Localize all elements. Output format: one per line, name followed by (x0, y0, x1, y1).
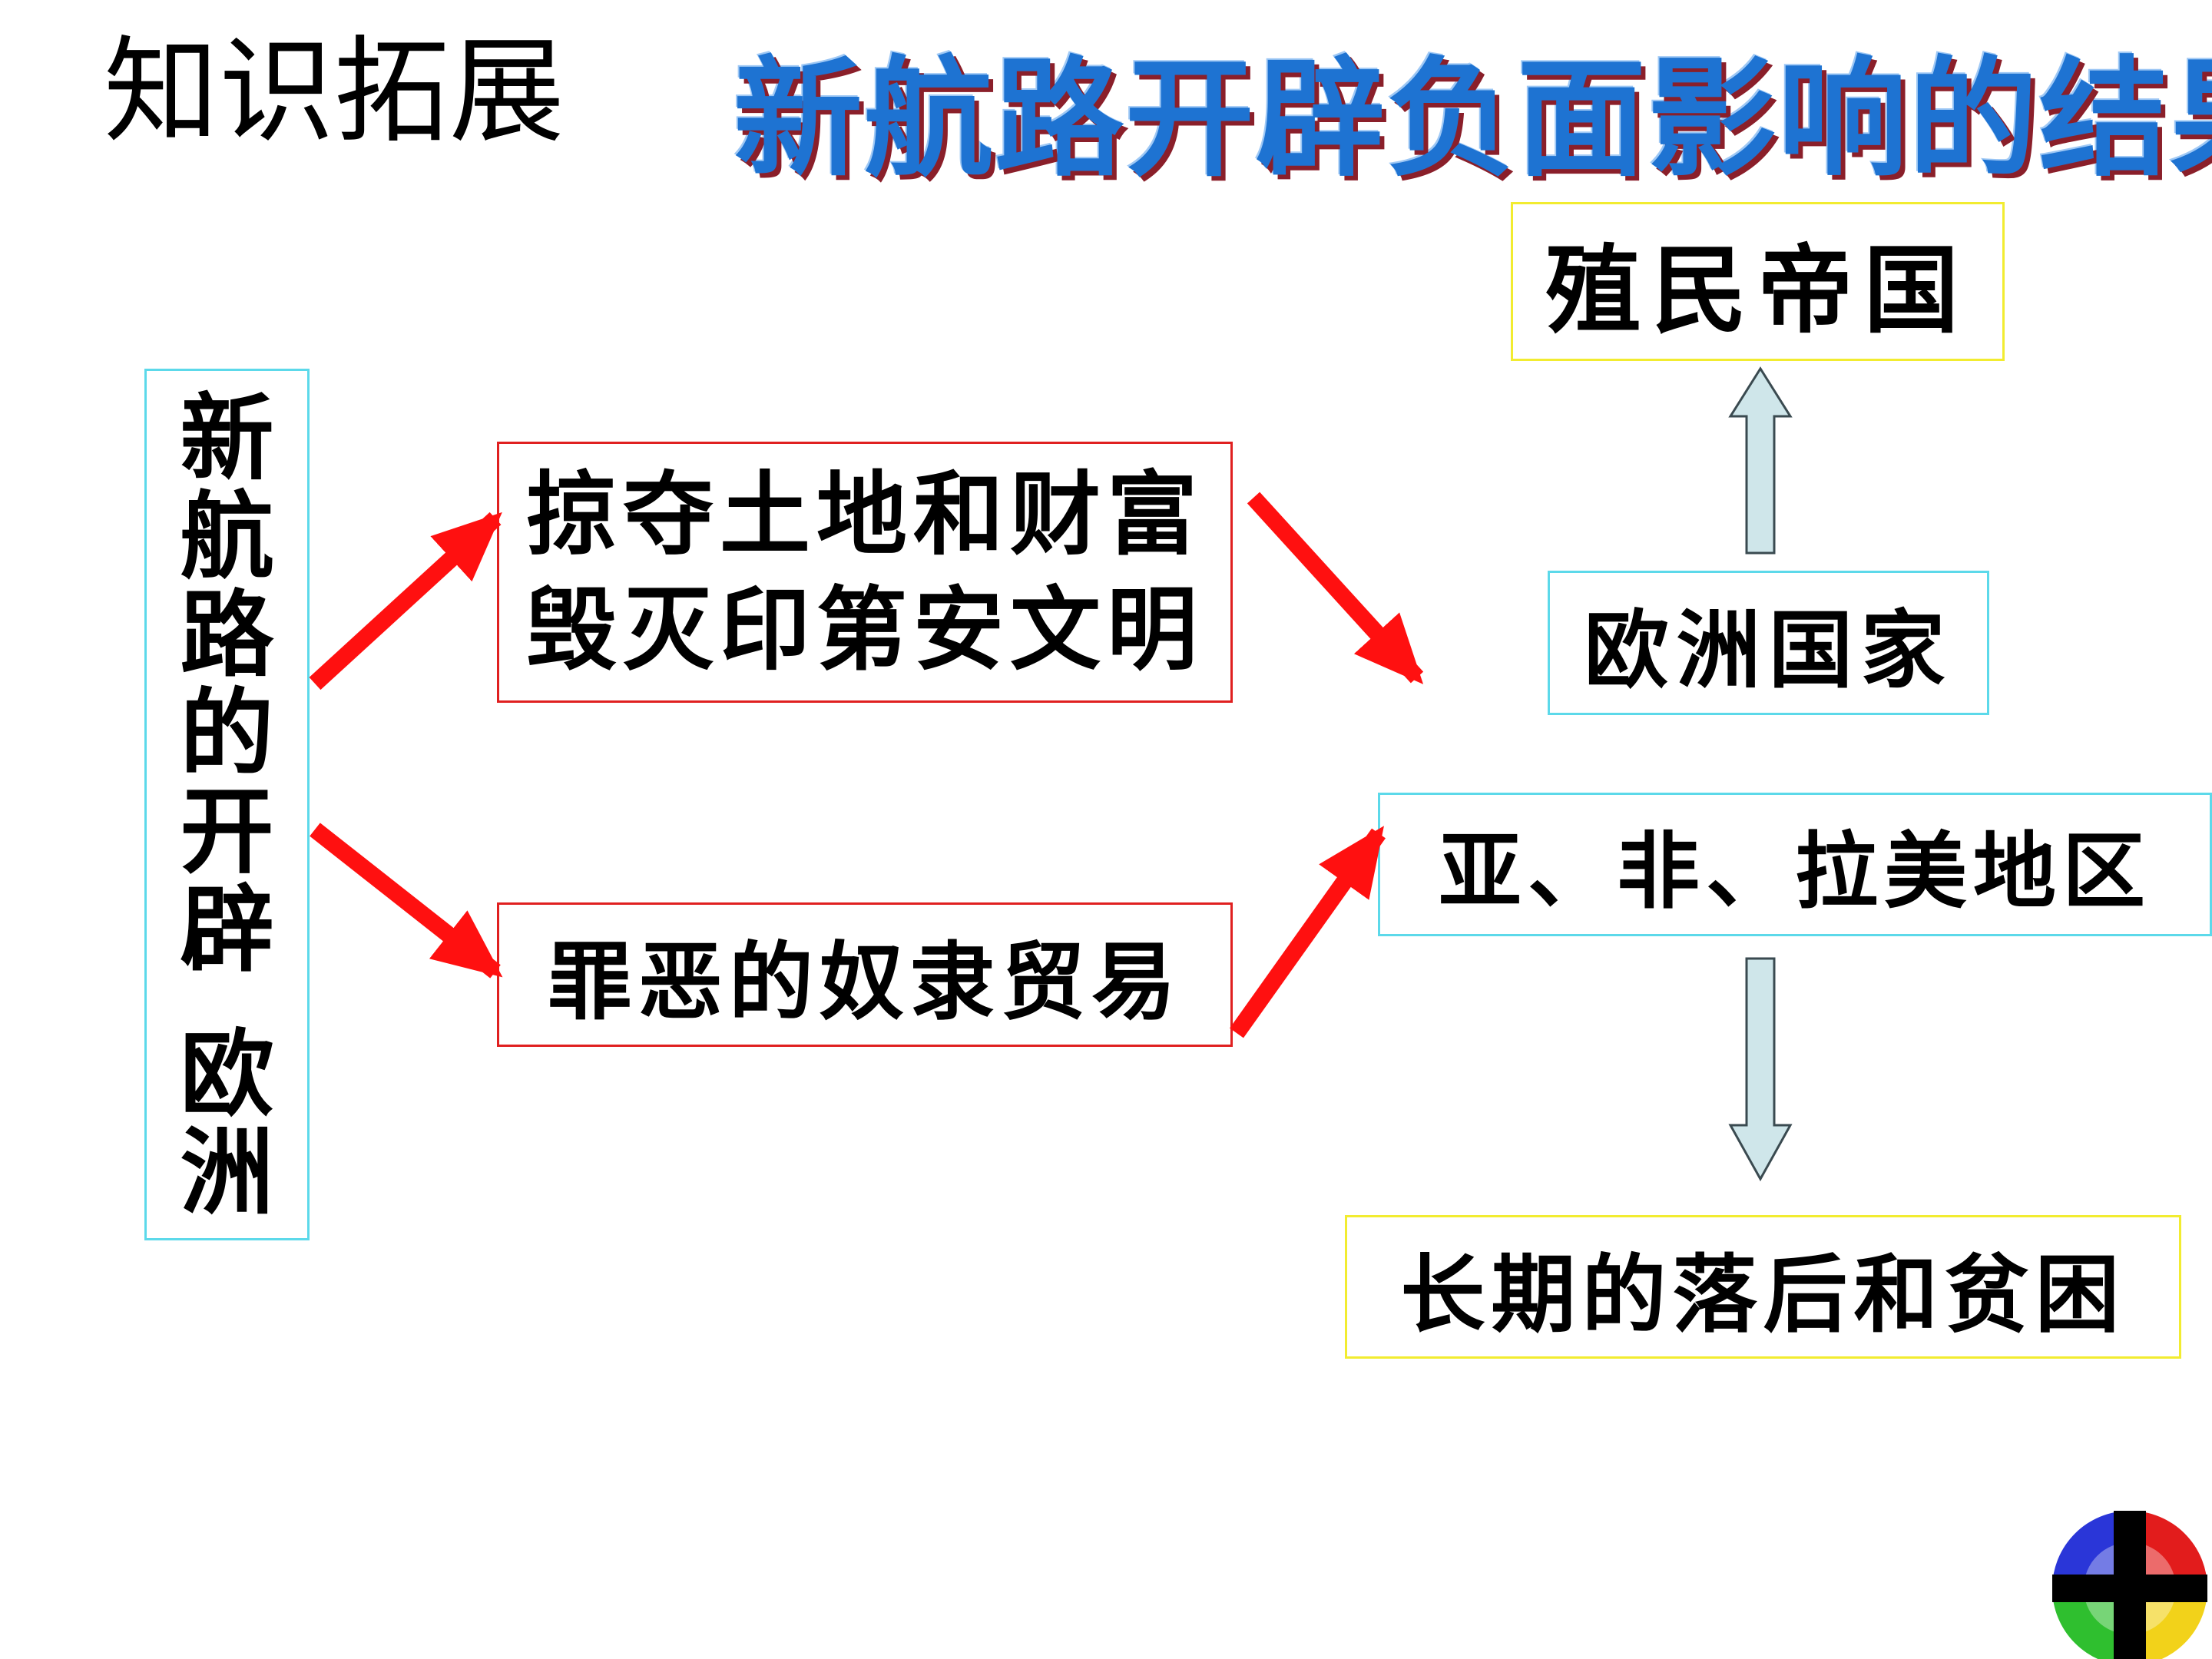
slave-trade-box: 罪恶的奴隶贸易 (497, 902, 1233, 1047)
slave-trade-label: 罪恶的奴隶贸易 (548, 932, 1182, 1031)
regions-label: 亚、非、拉美地区 (1438, 823, 2151, 920)
origin-char: 辟 (180, 873, 274, 985)
colonial-empire-box: 殖民帝国 (1511, 202, 2005, 361)
backwardness-label: 长期的落后和贫困 (1400, 1244, 2126, 1344)
origin-char: 路 (180, 578, 274, 690)
plunder-line-1: 掠夺土地和财富 (525, 461, 1204, 568)
block-arrow-down-to-backwardness (1728, 957, 1793, 1182)
origin-box: 新 航 路 的 开 辟 欧 洲 (144, 369, 310, 1240)
arrow-slave-trade-to-regions (1230, 826, 1386, 1038)
plunder-line-2: 毁灭印第安文明 (525, 576, 1204, 683)
arrow-origin-to-slave-trade (310, 823, 503, 979)
origin-char: 航 (180, 480, 274, 591)
backwardness-box: 长期的落后和贫困 (1345, 1215, 2181, 1359)
knowledge-extension-label: 知识拓展 (104, 25, 565, 159)
regions-box: 亚、非、拉美地区 (1378, 793, 2212, 936)
block-arrow-up-to-colonial-empire (1728, 366, 1793, 555)
european-countries-box: 欧洲国家 (1548, 571, 1989, 715)
page-title: 新航路开辟负面影响的结果 (733, 42, 2212, 194)
arrow-plunder-to-regions (1247, 492, 1424, 684)
origin-char: 洲 (180, 1116, 274, 1227)
arrow-origin-to-plunder (309, 512, 502, 690)
plunder-box: 掠夺土地和财富 毁灭印第安文明 (497, 442, 1233, 703)
four-color-quadrant-logo-icon (2051, 1509, 2209, 1659)
origin-char: 开 (180, 775, 274, 886)
origin-char: 新 (180, 382, 274, 493)
european-countries-label: 欧洲国家 (1584, 601, 1953, 700)
colonial-empire-label: 殖民帝国 (1545, 234, 1970, 346)
origin-char: 欧 (180, 1018, 274, 1129)
origin-char: 的 (180, 677, 274, 788)
